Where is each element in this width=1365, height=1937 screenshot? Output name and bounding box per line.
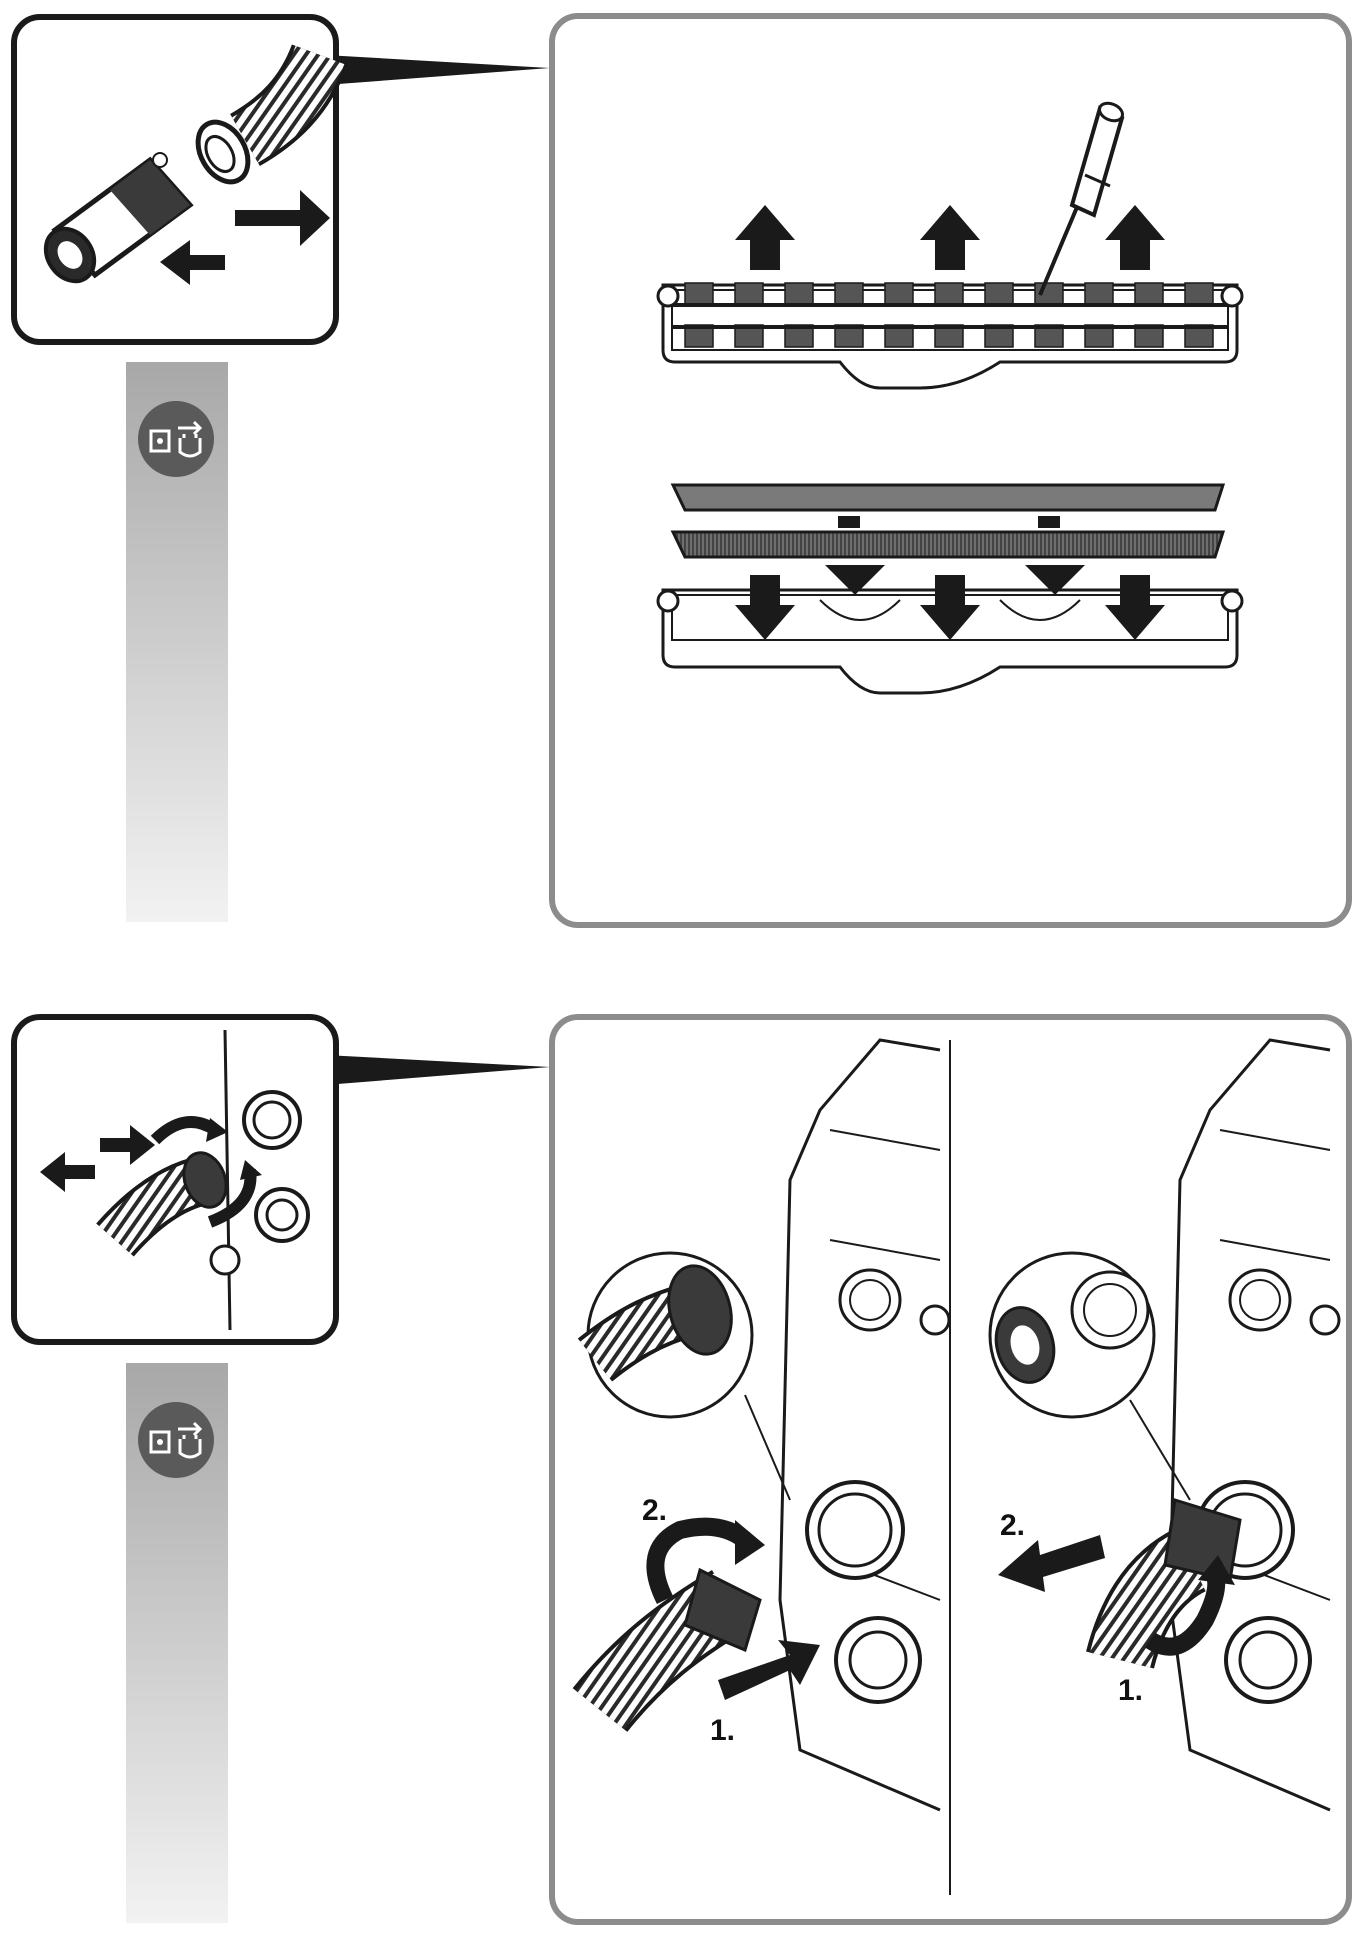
section-bottom: 1. 2. — [11, 1014, 1352, 1925]
detail-box-bottom — [11, 1014, 339, 1345]
screwdriver-icon — [1038, 101, 1125, 296]
panel-right-disconnect: 1. 2. — [988, 1038, 1341, 1812]
step-label-2: 2. — [1000, 1509, 1025, 1542]
arrow-down-icon — [1105, 575, 1165, 640]
rotate-arrow-icon — [1145, 1572, 1226, 1656]
arrow-down-icon — [735, 575, 795, 640]
arrow-down-icon — [825, 565, 885, 595]
connector-illustration — [43, 152, 194, 284]
section-top — [11, 13, 1352, 928]
arrow-right-icon — [100, 1125, 155, 1165]
arrow-push-icon — [718, 1640, 820, 1700]
arrow-right-icon — [235, 190, 330, 246]
main-frame-top — [549, 13, 1352, 928]
step-label-1: 1. — [710, 1714, 735, 1747]
step-label-1: 1. — [1118, 1674, 1143, 1707]
rubber-strip — [670, 483, 1226, 512]
nozzle-teeth — [684, 282, 1214, 348]
arrow-up-icon — [920, 205, 980, 270]
arrow-up-icon — [735, 205, 795, 270]
unplug-power-icon — [138, 1402, 214, 1478]
rotate-arrow-icon — [646, 1517, 751, 1605]
arrow-left-icon — [40, 1152, 95, 1192]
arrow-down-icon — [1025, 565, 1085, 595]
arrow-left-icon — [160, 240, 225, 285]
panel-left-connect: 1. 2. — [572, 1038, 951, 1812]
arrow-down-icon — [920, 575, 980, 640]
brush-strip — [670, 530, 1226, 559]
hose-illustration — [195, 43, 349, 185]
detail-box-top — [11, 14, 349, 345]
callout-pointer — [325, 1055, 550, 1085]
step-label-2: 2. — [642, 1494, 667, 1527]
unplug-power-icon — [138, 401, 214, 477]
nozzle-upper — [656, 282, 1244, 390]
arrow-up-icon — [1105, 205, 1165, 270]
callout-pointer — [325, 55, 550, 85]
arrow-pull-icon — [998, 1535, 1105, 1592]
